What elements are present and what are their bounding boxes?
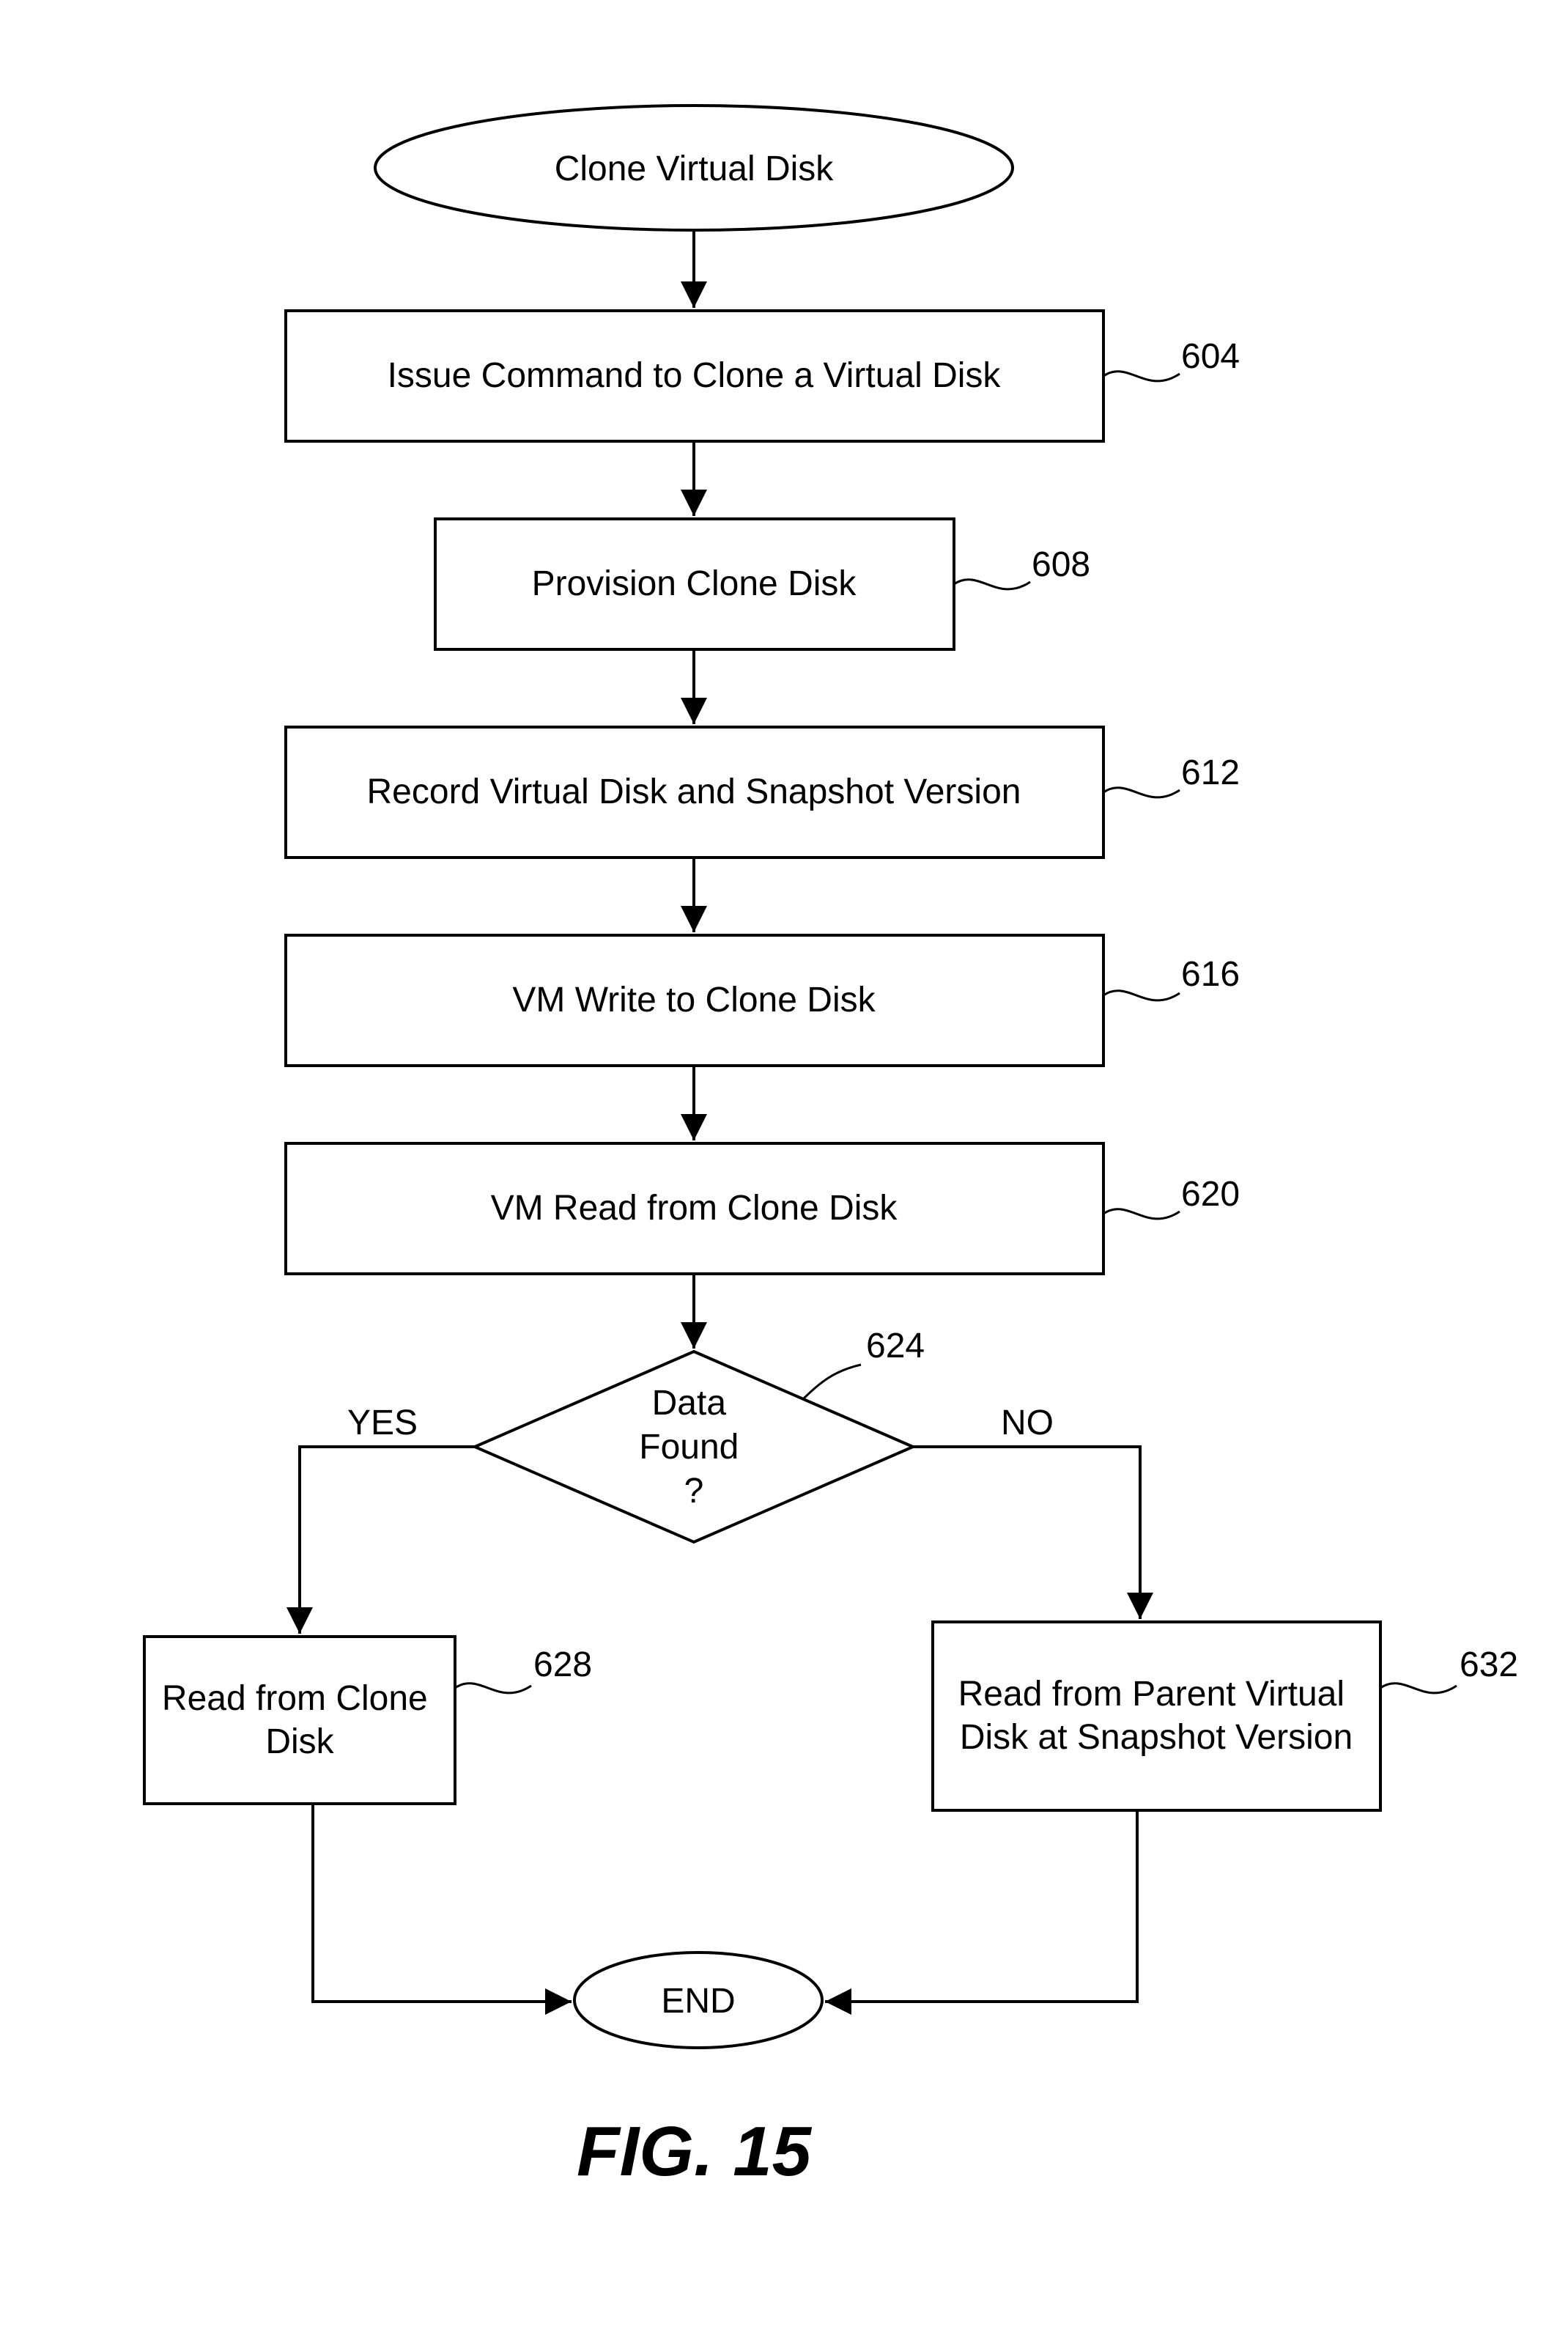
ref-604-leader [1103, 372, 1180, 381]
read-clone-box [144, 1637, 455, 1804]
ref-612-leader [1103, 788, 1180, 797]
ref-632: 632 [1460, 1645, 1518, 1684]
ref-628: 628 [533, 1645, 592, 1684]
ref-608: 608 [1032, 545, 1090, 584]
ref-624-leader [803, 1365, 861, 1399]
ref-628-leader [455, 1684, 531, 1693]
edge-628-to-end [313, 1804, 572, 2002]
end-node-label: END [661, 1982, 735, 2021]
vm-write-label: VM Write to Clone Disk [512, 981, 876, 1019]
edge-632-to-end [825, 1810, 1137, 2002]
read-parent-box [933, 1622, 1380, 1810]
provision-label: Provision Clone Disk [532, 564, 857, 603]
ref-608-leader [954, 580, 1030, 589]
yes-label: YES [347, 1404, 418, 1442]
start-node-label: Clone Virtual Disk [555, 150, 835, 188]
ref-616: 616 [1181, 955, 1240, 994]
ref-616-leader [1103, 991, 1180, 1000]
edge-no [913, 1447, 1140, 1619]
ref-612: 612 [1181, 753, 1240, 792]
ref-624: 624 [866, 1327, 925, 1365]
ref-620-leader [1103, 1209, 1180, 1219]
issue-command-label: Issue Command to Clone a Virtual Disk [388, 356, 1002, 395]
ref-604: 604 [1181, 337, 1240, 376]
ref-632-leader [1380, 1684, 1457, 1693]
ref-620: 620 [1181, 1175, 1240, 1214]
no-label: NO [1001, 1404, 1054, 1442]
record-label: Record Virtual Disk and Snapshot Version [367, 772, 1021, 811]
vm-read-label: VM Read from Clone Disk [491, 1189, 898, 1228]
figure-label: FIG. 15 [577, 2112, 813, 2191]
edge-yes [300, 1447, 475, 1634]
